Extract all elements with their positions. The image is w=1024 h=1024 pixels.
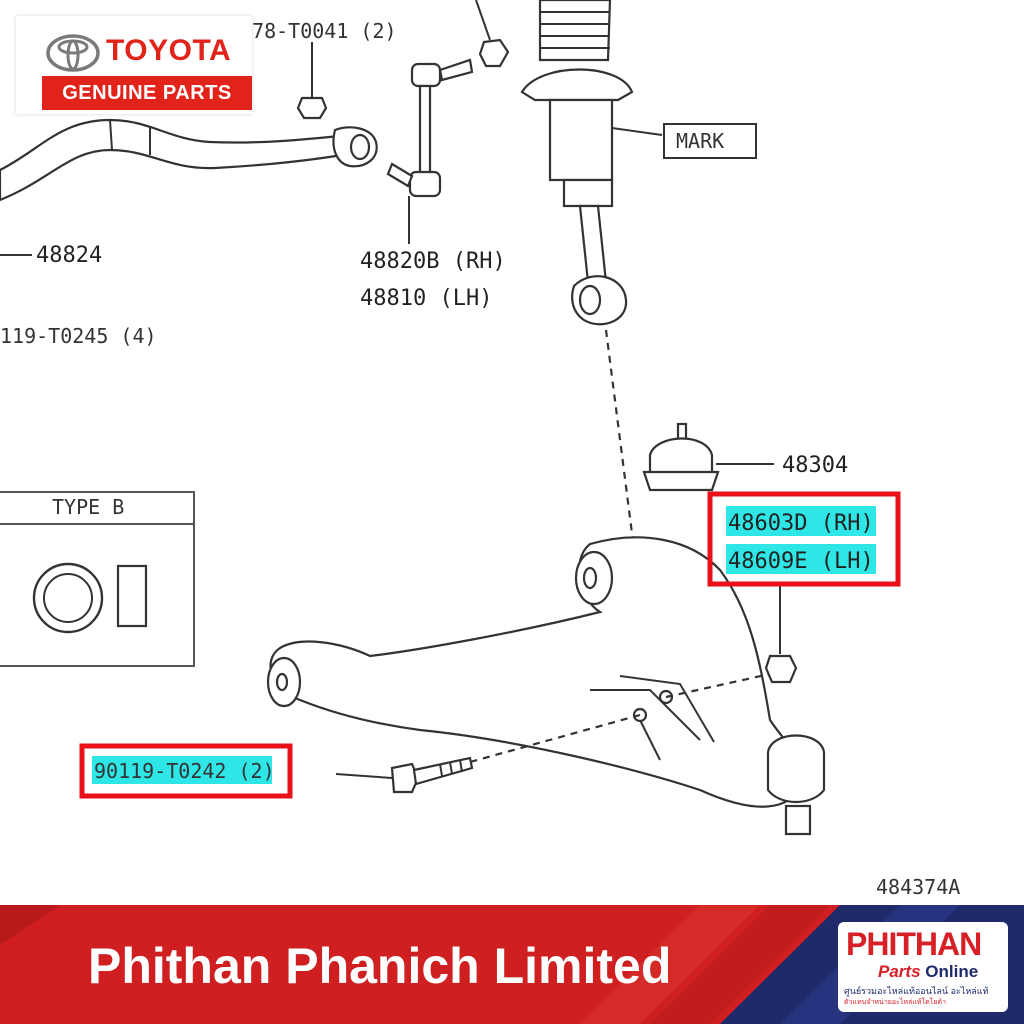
phithan-parts-online-logo: PHITHAN Parts Online ศูนย์รวมอะไหล่แท้ออ… bbox=[838, 922, 1008, 1012]
label-bolt-bottom: 90119-T0242 (2) bbox=[94, 759, 275, 783]
dashed-line-nut bbox=[665, 672, 771, 699]
genuine-parts-tagline: GENUINE PARTS bbox=[42, 76, 252, 110]
label-48304: 48304 bbox=[782, 453, 848, 478]
label-link-rh: 48820B (RH) bbox=[360, 249, 506, 274]
bump-stopper bbox=[642, 422, 720, 492]
highlight-arm-rh bbox=[726, 506, 876, 536]
stabilizer-bar bbox=[0, 118, 378, 202]
bottom-bolt bbox=[335, 756, 474, 794]
label-arm-lh: 48609E (LH) bbox=[728, 549, 874, 574]
toyota-emblem-icon bbox=[46, 34, 100, 72]
type-b-inset bbox=[0, 491, 195, 667]
badge-thai-line-2: ตัวแทนจำหน่ายอะไหล่แท้โตโยต้า bbox=[844, 999, 947, 1006]
lower-arm bbox=[266, 536, 826, 836]
phithan-brand: PHITHAN bbox=[846, 926, 982, 962]
badge-thai-line-1: ศูนย์รวมอะไหล่แท้ออนไลน์ อะไหล่แท้ bbox=[844, 986, 989, 996]
label-arm-rh: 48603D (RH) bbox=[728, 511, 874, 536]
toyota-brand: TOYOTA bbox=[106, 34, 232, 67]
company-name: Phithan Phanich Limited bbox=[88, 938, 672, 994]
highlight-box-bolt bbox=[79, 743, 293, 799]
leader-mark bbox=[611, 127, 663, 136]
highlight-arm-lh bbox=[726, 544, 876, 574]
footer-banner: Phithan Phanich Limited PHITHAN Parts On… bbox=[0, 905, 1024, 1024]
top-nut bbox=[296, 42, 328, 120]
label-type-b: TYPE B bbox=[52, 495, 124, 519]
label-nut-top: 178-T0041 (2) bbox=[240, 19, 397, 43]
highlight-bolt bbox=[92, 756, 272, 784]
label-mark: MARK bbox=[676, 129, 724, 153]
label-48824: 48824 bbox=[36, 243, 102, 268]
label-link-lh: 48810 (LH) bbox=[360, 286, 492, 311]
arm-nut bbox=[764, 586, 798, 684]
highlight-box-arm bbox=[707, 491, 901, 587]
suspension-parts-diagram: 48824 119-T0245 (4) 178-T0041 (2) 48820B… bbox=[0, 0, 960, 899]
mark-box bbox=[663, 123, 757, 159]
parts-online-text: Parts Online bbox=[878, 962, 978, 982]
nut-small bbox=[475, 0, 510, 68]
dashed-line-bolt bbox=[469, 713, 641, 764]
toyota-genuine-parts-logo: TOYOTA GENUINE PARTS bbox=[16, 16, 252, 114]
diagram-code: 484374A bbox=[876, 875, 960, 899]
label-bolt-left: 119-T0245 (4) bbox=[0, 324, 157, 348]
online-word: Online bbox=[925, 962, 979, 981]
parts-word: Parts bbox=[878, 962, 921, 981]
stabilizer-link bbox=[386, 58, 474, 244]
shock-absorber bbox=[520, 0, 634, 326]
